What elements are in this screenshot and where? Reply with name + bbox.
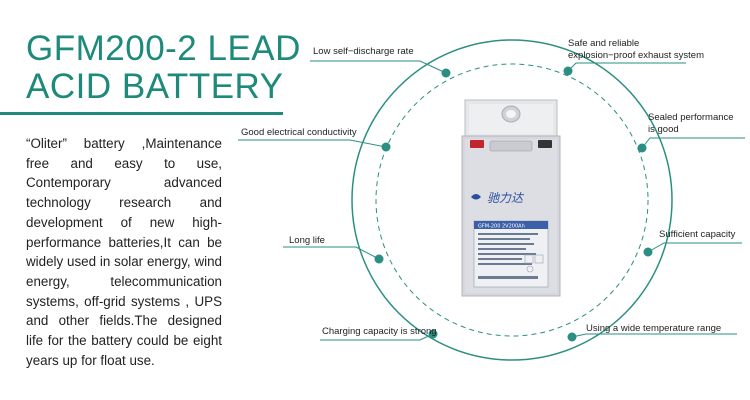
node-dot xyxy=(637,143,647,153)
battery-illustration: 驰力达 GFM-200 2V200Ah xyxy=(461,99,561,297)
feature-sealed: Sealed performance is good xyxy=(648,112,734,135)
battery-label-header: GFM-200 2V200Ah xyxy=(478,224,525,230)
leader-temperature xyxy=(571,333,737,338)
node-dot xyxy=(374,254,384,264)
node-dot xyxy=(563,66,573,76)
feature-charging: Charging capacity is strong xyxy=(322,326,437,337)
feature-capacity: Sufficient capacity xyxy=(659,229,736,240)
leader-charging xyxy=(320,333,434,341)
feature-long-life: Long life xyxy=(289,235,325,246)
feature-conductivity: Good electrical conductivity xyxy=(241,127,357,138)
leader-low-self-discharge xyxy=(310,60,447,74)
feature-low-self-discharge: Low self−discharge rate xyxy=(313,46,414,57)
feature-temperature: Using a wide temperature range xyxy=(586,323,722,334)
title-line-1: GFM200-2 LEAD xyxy=(26,29,301,68)
leader-long-life xyxy=(283,246,380,260)
node-dot xyxy=(381,142,391,152)
leader-explosion-proof xyxy=(567,62,686,72)
title-underline xyxy=(0,112,283,115)
outer-ring xyxy=(351,39,673,361)
node-dot xyxy=(428,329,438,339)
battery-brand-text: 驰力达 xyxy=(487,191,525,205)
title-line-2: ACID BATTERY xyxy=(26,67,284,106)
node-dot xyxy=(643,247,653,257)
leader-conductivity xyxy=(238,139,387,148)
feature-explosion-proof: Safe and reliable explosion−proof exhaus… xyxy=(568,38,704,61)
leader-sealed xyxy=(641,137,745,149)
inner-dashed-ring xyxy=(375,63,649,337)
node-dot xyxy=(567,332,577,342)
leader-capacity xyxy=(647,242,742,253)
product-description: “Oliter” battery ,Maintenance free and e… xyxy=(26,136,222,368)
node-dot xyxy=(441,68,451,78)
page-title: GFM200-2 LEAD ACID BATTERY xyxy=(26,30,306,106)
